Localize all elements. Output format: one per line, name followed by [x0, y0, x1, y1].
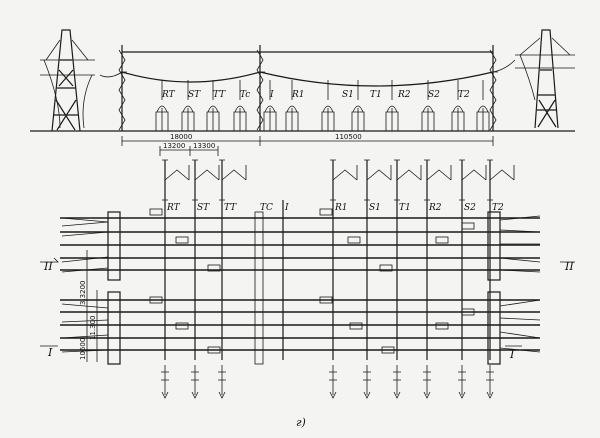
elevation-bay-1 — [181, 80, 195, 131]
elevation-bay-7 — [351, 80, 365, 131]
plan-label-s2: S2 — [464, 203, 476, 213]
plan-label-s1: S1 — [369, 203, 381, 213]
left-lattice-tower — [40, 29, 95, 132]
plan-bays — [161, 159, 515, 399]
equipment-box-3 — [319, 208, 333, 216]
plan-label-st: ST — [197, 203, 210, 213]
elevation-label-t2: T2 — [458, 90, 470, 100]
side-dim-1: 3.3200 — [79, 281, 87, 306]
plan-label-rt: RT — [166, 203, 181, 213]
equipment-box-6 — [435, 236, 449, 244]
equipment-box-4 — [347, 236, 361, 244]
plan-end-frames — [61, 211, 541, 365]
right-lattice-tower — [515, 29, 575, 129]
elevation-bay-8 — [385, 80, 399, 131]
plan-label-r1: R1 — [334, 203, 348, 213]
elevation-label-st: ST — [188, 90, 201, 100]
bay-3 — [329, 159, 358, 399]
plan-label-i: I — [284, 203, 289, 213]
bus-label-upper-right: II — [564, 260, 574, 273]
equipment-box-5 — [379, 264, 393, 272]
equipment-box-8 — [149, 296, 163, 304]
equipment-box-9 — [175, 322, 189, 330]
elevation-view: RT ST TT Tc I R1 S1 T1 R2 S2 T2 18000 110500 — [30, 29, 575, 146]
elevation-dimensions: 18000 110500 — [121, 133, 494, 146]
plan-top-dimensions: 13200 13300 — [159, 142, 219, 156]
bay-2 — [218, 159, 247, 399]
elevation-bay-0 — [155, 80, 169, 131]
bay-8 — [486, 159, 515, 399]
elevation-label-r1: R1 — [291, 90, 305, 100]
bus-label-lower-right: I — [509, 348, 515, 361]
plan-label-tt: TT — [224, 203, 237, 213]
busbar-system-i — [60, 299, 540, 351]
gantry-structures — [118, 45, 498, 131]
bay-4 — [363, 159, 392, 399]
elevation-bay-labels: RT ST TT Tc I R1 S1 T1 R2 S2 T2 — [161, 90, 470, 100]
bay-5 — [393, 159, 422, 399]
bay-7 — [458, 159, 487, 399]
elevation-label-tc: Tc — [240, 90, 250, 100]
plan-label-tc: TC — [260, 203, 273, 213]
elevation-label-s2: S2 — [428, 90, 440, 100]
elevation-label-tt: TT — [213, 90, 226, 100]
elevation-label-s1: S1 — [342, 90, 354, 100]
elevation-equipment — [155, 80, 490, 131]
dim-right-span: 110500 — [335, 133, 362, 141]
equipment-box-1 — [175, 236, 189, 244]
plan-label-t2: T2 — [492, 203, 504, 213]
elevation-label-rt: RT — [161, 90, 176, 100]
plan-view: 13200 13300 RT ST TT TC I R1 S1 T1 R2 S2 T2 — [40, 142, 575, 399]
elevation-label-t1: T1 — [370, 90, 382, 100]
elevation-bay-4 — [263, 80, 277, 131]
equipment-box-14 — [435, 322, 449, 330]
equipment-box-0 — [149, 208, 163, 216]
elevation-label-r2: R2 — [397, 90, 411, 100]
elevation-bay-6 — [321, 80, 335, 131]
busbar-system-ii — [60, 217, 540, 271]
elevation-bay-10 — [451, 80, 465, 131]
plan-side-dimensions: 3.3200 11.300 10600 — [79, 250, 98, 362]
plan-equipment — [149, 208, 475, 354]
bay-0 — [161, 159, 190, 399]
bus-label-upper-left: II — [43, 260, 53, 273]
equipment-box-2 — [207, 264, 221, 272]
catenary-wire — [121, 71, 494, 87]
elevation-bay-11 — [476, 80, 490, 131]
plan-label-t1: T1 — [399, 203, 411, 213]
equipment-box-10 — [207, 346, 221, 354]
elevation-bay-5 — [285, 80, 299, 131]
plan-bay-labels: RT ST TT TC I R1 S1 T1 R2 S2 T2 — [166, 203, 504, 213]
elevation-bay-9 — [421, 80, 435, 131]
plan-dim-1: 13200 — [163, 142, 185, 150]
equipment-box-12 — [349, 322, 363, 330]
elevation-bay-2 — [206, 80, 220, 131]
elevation-label-i: I — [269, 90, 274, 100]
side-dim-3: 10600 — [79, 338, 87, 360]
side-dim-2: 11.300 — [89, 316, 97, 341]
equipment-box-13 — [381, 346, 395, 354]
equipment-box-11 — [319, 296, 333, 304]
equipment-box-7 — [461, 222, 475, 230]
bus-label-lower-left: I — [47, 346, 53, 359]
dim-left-span: 18000 — [170, 133, 192, 141]
elevation-bay-3 — [233, 80, 247, 131]
bay-1 — [191, 159, 220, 399]
plan-label-r2: R2 — [428, 203, 442, 213]
equipment-box-15 — [461, 308, 475, 316]
bay-6 — [423, 159, 452, 399]
plan-dim-2: 13300 — [193, 142, 215, 150]
figure-caption: г) — [296, 416, 306, 429]
plan-bus-labels: II II I I — [40, 257, 575, 361]
